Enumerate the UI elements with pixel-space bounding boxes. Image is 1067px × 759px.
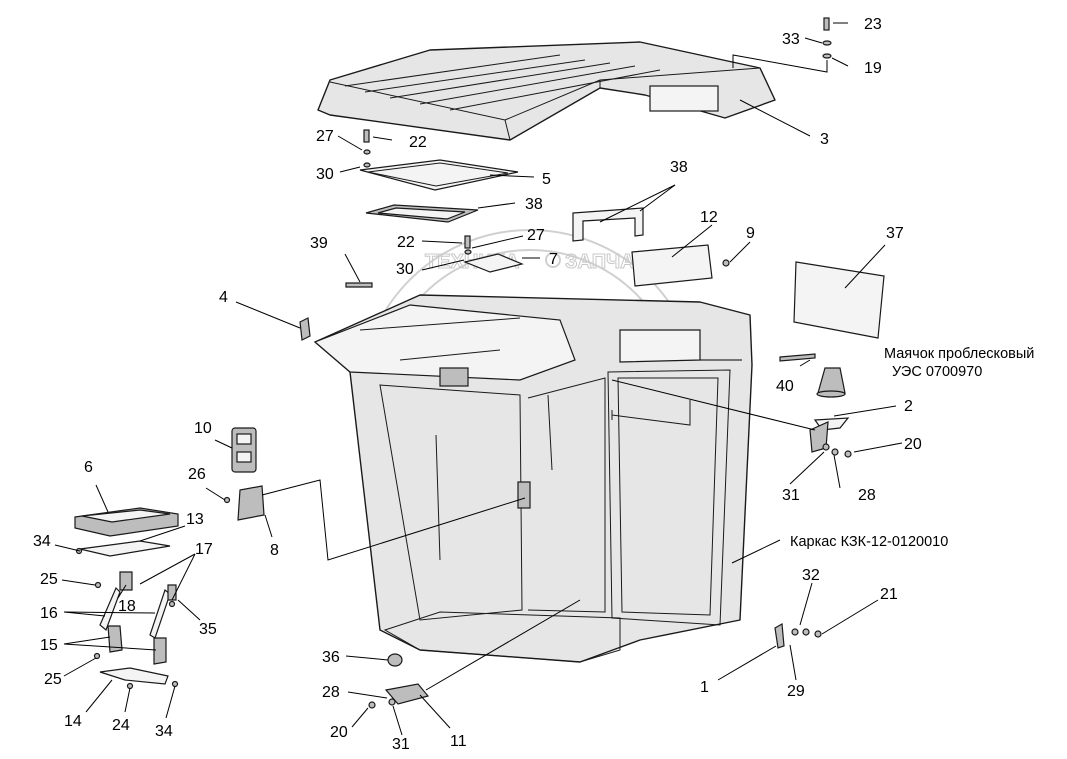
callout-17: 17 <box>195 541 213 558</box>
callout-26: 26 <box>188 466 206 483</box>
notes: Маячок проблесковый УЭС 0700970 Каркас К… <box>790 346 1034 550</box>
callout-25: 25 <box>40 571 58 588</box>
bracket-part-38 <box>572 207 644 242</box>
cab-frame <box>313 294 753 663</box>
callout-13: 13 <box>186 511 204 528</box>
callout-38: 38 <box>670 159 688 176</box>
callout-7: 7 <box>549 251 558 268</box>
callout-30: 30 <box>316 166 334 183</box>
callout-40: 40 <box>776 378 794 395</box>
beacon-note-line1: Маячок проблесковый <box>884 346 1034 362</box>
leader-lines <box>54 22 903 736</box>
seat-cushion-part-6 <box>74 507 179 537</box>
armrest-parts-15-16-18 <box>99 571 177 685</box>
callout-19: 19 <box>864 60 882 77</box>
callout-30: 30 <box>396 261 414 278</box>
callout-4: 4 <box>219 289 228 306</box>
callout-36: 36 <box>322 649 340 666</box>
callout-32: 32 <box>802 567 820 584</box>
callout-28: 28 <box>858 487 876 504</box>
callout-24: 24 <box>112 717 130 734</box>
callout-39: 39 <box>310 235 328 252</box>
callout-28: 28 <box>322 684 340 701</box>
callout-27: 27 <box>316 128 334 145</box>
callout-34: 34 <box>155 723 173 740</box>
rod-parts-39-40 <box>345 282 816 362</box>
cover-part-7 <box>463 253 524 273</box>
mat-part-13 <box>79 540 171 557</box>
roof-part-3 <box>317 41 776 141</box>
bracket-part-1 <box>774 623 785 649</box>
callout-31: 31 <box>392 736 410 753</box>
bracket-part-8 <box>237 485 265 521</box>
callout-1: 1 <box>700 679 709 696</box>
callout-10: 10 <box>194 420 212 437</box>
callout-37: 37 <box>886 225 904 242</box>
frame-note: Каркас КЗК-12-0120010 <box>790 534 948 550</box>
callout-18: 18 <box>118 598 136 615</box>
callout-2: 2 <box>904 398 913 415</box>
callout-34: 34 <box>33 533 51 550</box>
callout-29: 29 <box>787 683 805 700</box>
beacon-note-line2: УЭС 0700970 <box>892 364 982 380</box>
callout-23: 23 <box>864 16 882 33</box>
plug-part-36 <box>387 653 403 667</box>
callout-14: 14 <box>64 713 82 730</box>
callout-15: 15 <box>40 637 58 654</box>
callout-21: 21 <box>880 586 898 603</box>
callout-9: 9 <box>746 225 755 242</box>
callout-6: 6 <box>84 459 93 476</box>
callout-27: 27 <box>527 227 545 244</box>
panel-part-37 <box>793 261 885 339</box>
callout-5: 5 <box>542 171 551 188</box>
callout-25: 25 <box>44 671 62 688</box>
callout-33: 33 <box>782 31 800 48</box>
seal-part-38-top <box>365 204 479 223</box>
callout-22: 22 <box>397 234 415 251</box>
beacon <box>816 367 846 398</box>
callout-8: 8 <box>270 542 279 559</box>
callout-12: 12 <box>700 209 718 226</box>
callout-35: 35 <box>199 621 217 638</box>
hatch-part-5 <box>359 159 519 191</box>
callout-20: 20 <box>330 724 348 741</box>
lamp-part-10 <box>231 427 257 473</box>
callout-labels: 23 33 19 3 27 22 30 5 38 38 12 9 37 39 2… <box>33 16 922 753</box>
callout-31: 31 <box>782 487 800 504</box>
panel-part-12 <box>631 244 713 287</box>
callout-20: 20 <box>904 436 922 453</box>
callout-38: 38 <box>525 196 543 213</box>
callout-11: 11 <box>450 733 467 750</box>
callout-3: 3 <box>820 131 829 148</box>
callout-16: 16 <box>40 605 58 622</box>
clamp-part-4 <box>299 317 311 341</box>
callout-22: 22 <box>409 134 427 151</box>
